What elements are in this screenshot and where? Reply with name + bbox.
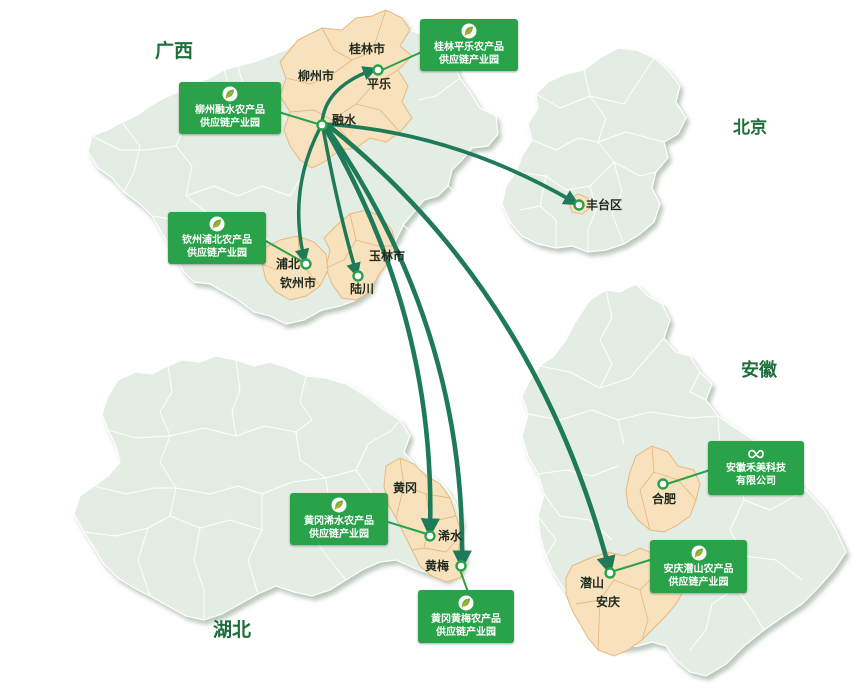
leaf-logo-icon <box>209 216 225 232</box>
location-ring-icon <box>316 119 328 131</box>
park-box-huanggang-xishui[interactable]: 黄冈浠水农产品 供应链产业园 <box>290 493 388 545</box>
park-name-line2: 供应链产业园 <box>200 118 260 129</box>
flow-arrows <box>294 66 616 576</box>
city-label-luchuan: 陆川 <box>350 281 374 296</box>
city-label-qinzhou: 钦州市 <box>280 275 316 290</box>
location-ring-icon <box>352 270 364 282</box>
park-name-line1: 黄冈黄梅农产品 <box>431 613 501 625</box>
park-name-line2: 供应链产业园 <box>668 576 729 588</box>
park-box-qinzhou-pubei[interactable]: 钦州浦北农产品 供应链产业园 <box>168 212 266 264</box>
park-name-line1: 桂林平乐农产品 <box>434 42 504 53</box>
park-box-guilin-pingle[interactable]: 桂林平乐农产品 供应链产业园 <box>420 19 518 71</box>
city-label-liuzhou: 柳州市 <box>298 68 334 83</box>
park-name-line1: 柳州融水农产品 <box>195 105 265 116</box>
city-label-yulin: 玉林市 <box>369 248 405 263</box>
leaf-logo-icon <box>458 595 474 610</box>
region-label-hubei: 湖北 <box>213 619 251 641</box>
arrow-rongshui-anqing <box>326 123 616 576</box>
city-label-anqing: 安庆 <box>596 594 620 609</box>
arrow-rongshui-huangmei <box>324 125 472 570</box>
region-label-guangxi: 广西 <box>155 39 193 62</box>
arrow-rongshui-pubei <box>294 126 322 264</box>
arrow-rongshui-pingle <box>320 66 378 126</box>
park-name-line2: 有限公司 <box>736 476 776 487</box>
city-label-fengtai: 丰台区 <box>586 197 622 212</box>
location-ring-icon <box>372 64 384 76</box>
location-ring-icon <box>424 530 436 542</box>
park-name-line1: 钦州浦北农产品 <box>182 235 252 246</box>
park-box-anhui-hemei[interactable]: 安徽禾美科技 有限公司 <box>708 441 804 495</box>
city-label-huanggang: 黄冈 <box>393 480 417 495</box>
city-label-rongshui: 融水 <box>332 112 357 127</box>
park-name-line2: 供应链产业园 <box>309 529 369 540</box>
region-label-beijing: 北京 <box>733 117 767 138</box>
city-label-xishui: 浠水 <box>438 528 463 543</box>
city-label-qianshan: 潜山 <box>580 575 604 590</box>
leaf-logo-icon <box>222 86 238 102</box>
city-label-guilin: 桂林市 <box>348 41 385 56</box>
park-name-line1: 安徽禾美科技 <box>726 463 786 474</box>
leaf-logo-icon <box>461 23 477 39</box>
park-name-line2: 供应链产业园 <box>439 55 499 66</box>
arrow-rongshui-xishui <box>322 125 440 538</box>
city-label-hefei: 合肥 <box>652 491 676 506</box>
park-name-line2: 供应链产业园 <box>187 248 247 259</box>
location-ring-icon <box>573 199 585 211</box>
location-ring-icon <box>455 560 467 572</box>
park-name-line1: 安庆潜山农产品 <box>663 563 734 575</box>
park-name-line2: 供应链产业园 <box>436 626 496 638</box>
location-ring-icon <box>657 478 669 490</box>
location-markers <box>300 64 669 579</box>
park-box-liuzhou-rongshui[interactable]: 柳州融水农产品 供应链产业园 <box>179 82 281 134</box>
city-label-pingle: 平乐 <box>367 76 391 91</box>
arrow-rongshui-fengtai <box>322 122 580 206</box>
province-beijing <box>501 47 687 253</box>
city-label-huangmei: 黄梅 <box>425 558 449 573</box>
park-box-huanggang-huangmei[interactable]: 黄冈黄梅农产品 供应链产业园 <box>418 590 514 643</box>
region-label-anhui: 安徽 <box>741 359 778 381</box>
park-box-anqing-qianshan[interactable]: 安庆潜山农产品 供应链产业园 <box>650 540 747 593</box>
arrow-rongshui-luchuan <box>321 126 361 278</box>
park-name-line1: 黄冈浠水农产品 <box>304 516 374 527</box>
leaf-logo-icon <box>331 497 347 513</box>
leaf-logo-icon <box>691 545 706 560</box>
city-label-pubei: 浦北 <box>276 256 300 271</box>
location-ring-icon <box>604 567 616 579</box>
location-ring-icon <box>300 258 312 270</box>
hemei-logo-icon <box>748 449 764 459</box>
